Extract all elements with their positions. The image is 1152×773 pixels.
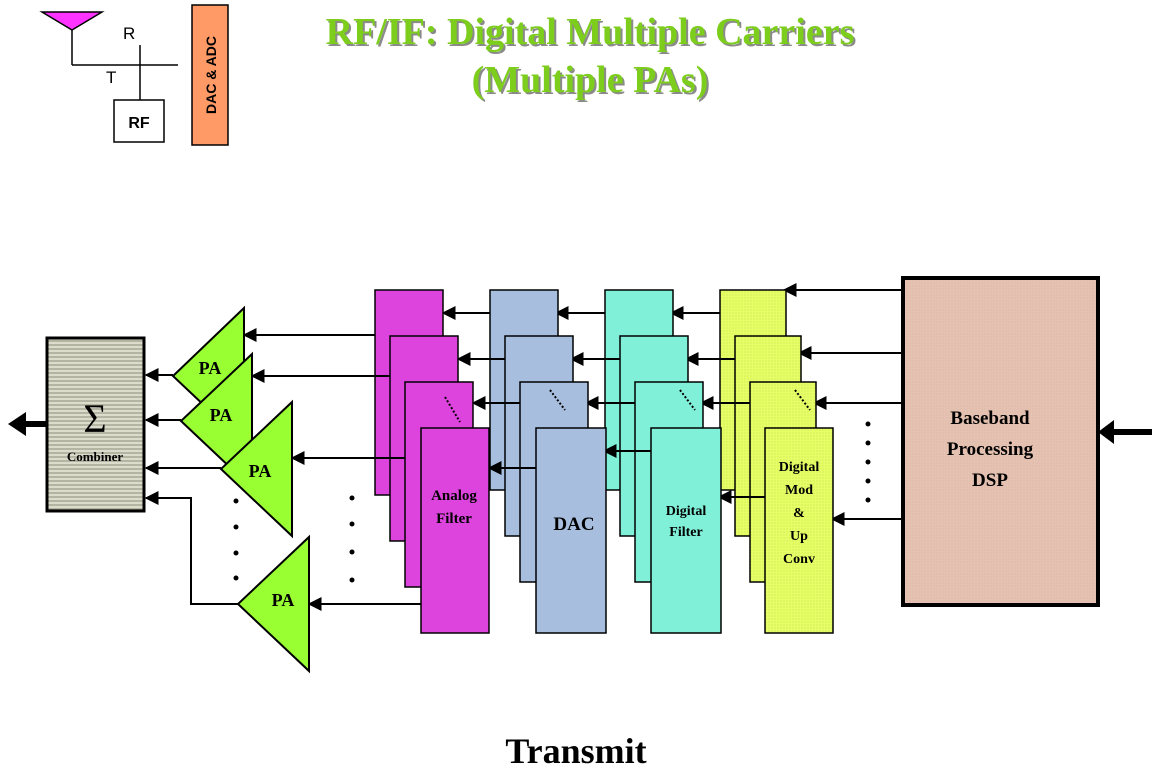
pa-label-3: PA: [249, 461, 272, 481]
digital-filter-label-1: Digital: [666, 504, 707, 519]
mod-label-5: Conv: [783, 552, 815, 567]
logo-rf-box: [113, 99, 165, 143]
pa-amplifiers: [171, 305, 310, 674]
footer-title: Transmit: [505, 731, 647, 771]
slide-title-line1: RF/IF: Digital Multiple Carriers: [325, 11, 855, 53]
mod-label-2: Mod: [785, 483, 813, 498]
logo-dac-adc-box: [191, 4, 229, 146]
analog-filter-label-2: Filter: [436, 511, 472, 527]
pa-label-2: PA: [210, 405, 233, 425]
pa-triangle-4: [236, 534, 310, 674]
dac-stack: [489, 289, 607, 634]
digital-filter-stack: [604, 289, 722, 634]
baseband-label-3: DSP: [972, 470, 1008, 491]
digital-filter-label-2: Filter: [669, 525, 702, 540]
mod-label-1: Digital: [779, 460, 820, 475]
mod-label-3: &: [793, 506, 805, 521]
analog-filter-label-1: Analog: [431, 488, 477, 504]
sigma-icon: Σ: [83, 396, 106, 441]
analog-filter-stack: [374, 289, 490, 634]
antenna-icon: [39, 11, 105, 31]
baseband-label-2: Processing: [947, 439, 1034, 460]
digital-mod-stack: [719, 289, 834, 634]
ellipsis-dots-pa: [233, 498, 239, 581]
dac-label: DAC: [553, 514, 594, 535]
pa-triangle-3: [219, 399, 293, 539]
logo: R T RF DAC & ADC: [39, 4, 229, 146]
mod-label-4: Up: [790, 529, 808, 544]
ellipsis-dots-dsp: [865, 421, 871, 503]
combiner-label: Combiner: [67, 449, 124, 464]
combiner-block: [45, 336, 146, 513]
slide-title-line2: (Multiple PAs): [471, 59, 709, 101]
pa-label-4: PA: [272, 590, 295, 610]
logo-dac-adc-label: DAC & ADC: [203, 36, 219, 114]
logo-r-label: R: [123, 24, 135, 43]
ellipsis-dots-filters: [349, 495, 355, 583]
logo-rf-label: RF: [128, 115, 150, 132]
logo-t-label: T: [106, 68, 116, 87]
baseband-dsp-block: [901, 276, 1100, 607]
pa-label-1: PA: [199, 358, 222, 378]
pa-triangle-2: [179, 351, 253, 491]
baseband-label-1: Baseband: [950, 408, 1030, 429]
